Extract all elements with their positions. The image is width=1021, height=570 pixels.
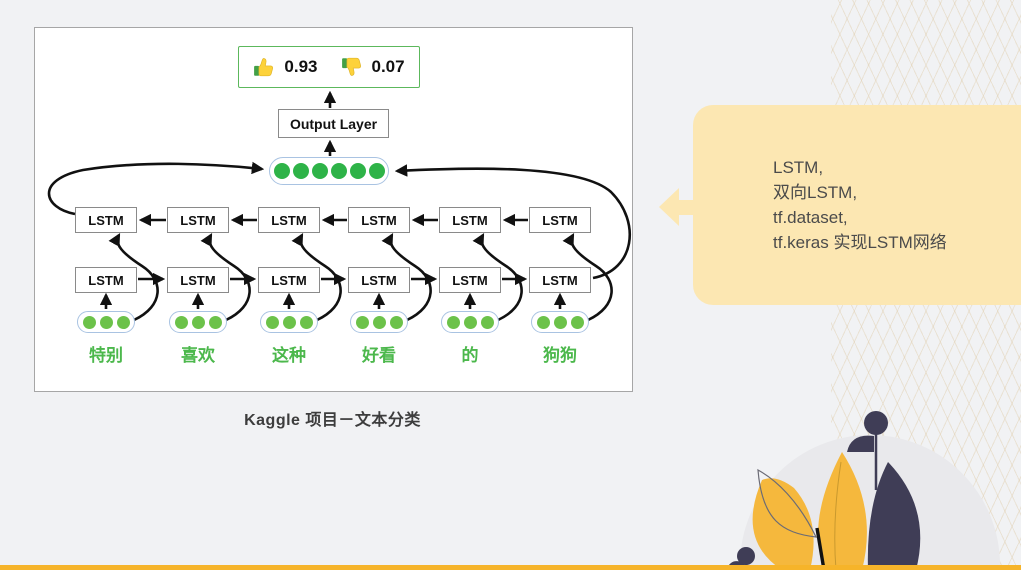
embed-dot [553, 315, 567, 329]
callout-line-2: 双向LSTM, [773, 183, 858, 202]
negative-score: 0.07 [371, 57, 405, 76]
state-dot [368, 163, 385, 179]
lstm-label: LSTM [88, 212, 124, 228]
forward-lstm-cell-6: LSTM [529, 267, 591, 293]
bilstm-diagram-panel: 0.93 0.07 Output Layer LSTM LSTM LSTM LS… [34, 27, 633, 392]
forward-lstm-cell-1: LSTM [75, 267, 137, 293]
lstm-label: LSTM [361, 272, 397, 288]
backward-lstm-cell-5: LSTM [439, 207, 501, 233]
state-dot [311, 163, 328, 179]
embed-dot [174, 315, 188, 329]
state-dot [273, 163, 290, 179]
hidden-state-vector [269, 157, 389, 185]
input-embedding-1 [77, 311, 135, 333]
embed-dot [116, 315, 130, 329]
embed-dot [208, 315, 222, 329]
callout-line-4: tf.keras 实现LSTM网络 [773, 233, 947, 252]
lstm-label: LSTM [361, 212, 397, 228]
state-dot [349, 163, 366, 179]
input-word-1: 特别 [89, 346, 123, 365]
embed-dot [480, 315, 494, 329]
callout-line-1: LSTM, [773, 158, 824, 177]
lstm-label: LSTM [452, 212, 488, 228]
embed-dot [536, 315, 550, 329]
forward-lstm-cell-3: LSTM [258, 267, 320, 293]
forward-lstm-cell-5: LSTM [439, 267, 501, 293]
backward-lstm-cell-2: LSTM [167, 207, 229, 233]
backward-lstm-cell-4: LSTM [348, 207, 410, 233]
embed-dot [82, 315, 96, 329]
embed-dot [299, 315, 313, 329]
callout-arrow-stem [677, 200, 695, 215]
embed-dot [191, 315, 205, 329]
input-word-4: 好看 [362, 346, 396, 365]
lstm-label: LSTM [452, 272, 488, 288]
input-embedding-5 [441, 311, 499, 333]
embed-dot [372, 315, 386, 329]
lstm-label: LSTM [542, 212, 578, 228]
input-embedding-3 [260, 311, 318, 333]
backward-lstm-cell-1: LSTM [75, 207, 137, 233]
callout-line-3: tf.dataset, [773, 208, 848, 227]
backward-lstm-cell-3: LSTM [258, 207, 320, 233]
callout-arrow-icon [659, 188, 679, 226]
slide-accent-bar [0, 565, 1021, 570]
thumbs-down-icon [341, 57, 361, 76]
lstm-label: LSTM [88, 272, 124, 288]
embed-dot [282, 315, 296, 329]
embed-dot [265, 315, 279, 329]
output-layer-box: Output Layer [278, 109, 389, 138]
embed-dot [446, 315, 460, 329]
positive-score: 0.93 [284, 57, 318, 76]
diagram-caption: Kaggle 项目－文本分类 [244, 412, 421, 429]
embed-dot [570, 315, 584, 329]
flower-illustration [726, 411, 1000, 570]
classification-result-box: 0.93 0.07 [238, 46, 420, 88]
thumbs-up-icon [254, 58, 274, 77]
diagram-connectors [47, 90, 632, 322]
lstm-label: LSTM [180, 212, 216, 228]
state-dot [330, 163, 347, 179]
input-word-6: 狗狗 [543, 346, 577, 365]
forward-lstm-cell-4: LSTM [348, 267, 410, 293]
topics-callout: LSTM, 双向LSTM, tf.dataset, tf.keras 实现LST… [693, 105, 1021, 305]
input-embedding-6 [531, 311, 589, 333]
embed-dot [355, 315, 369, 329]
input-embedding-2 [169, 311, 227, 333]
output-layer-label: Output Layer [289, 115, 378, 132]
embed-dot [99, 315, 113, 329]
backward-lstm-cell-6: LSTM [529, 207, 591, 233]
lstm-label: LSTM [271, 212, 307, 228]
lstm-label: LSTM [271, 272, 307, 288]
embed-dot [463, 315, 477, 329]
embed-dot [389, 315, 403, 329]
input-word-3: 这种 [272, 346, 306, 365]
input-word-5: 的 [461, 346, 479, 365]
lstm-label: LSTM [542, 272, 578, 288]
lstm-label: LSTM [180, 272, 216, 288]
state-dot [292, 163, 309, 179]
forward-lstm-cell-2: LSTM [167, 267, 229, 293]
input-embedding-4 [350, 311, 408, 333]
input-word-2: 喜欢 [181, 346, 215, 365]
